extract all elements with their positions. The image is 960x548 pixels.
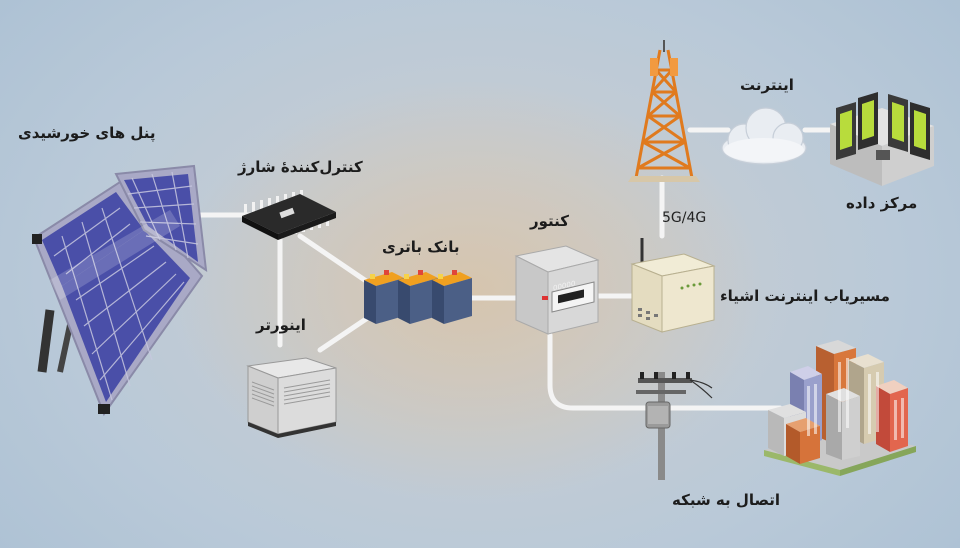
battery-bank-icon [362,262,472,332]
electric-meter-icon [512,242,602,338]
solar-panel-icon [20,150,220,420]
charge-controller-label: کنترل‌کنندهٔ شارژ [238,158,363,176]
battery-bank-label: بانک باتری [382,238,460,256]
link-meter-grid [547,332,783,411]
iot-router-label: مسیریاب اینترنت اشیاء [720,287,890,305]
internet-label: اینترنت [740,76,794,94]
link-controller-battery [297,233,375,288]
cell-tower-icon [628,40,700,186]
link-inverter-battery [317,312,375,353]
grid-connection-label: اتصال به شبکه [672,491,781,509]
charge-controller-chip-icon [238,186,338,244]
city-buildings-icon [760,338,920,484]
utility-pole-icon [632,368,713,482]
inverter-icon [246,338,340,438]
cell-link-label: 5G/4G [662,210,707,226]
solar-panels-label: پنل های خورشیدی [18,124,156,142]
data-center-icon [826,84,938,190]
inverter-label: اینورتر [256,316,306,334]
meter-label: کنتور [530,212,570,230]
iot-router-icon [630,234,716,334]
cloud-icon [716,100,812,170]
data-center-label: مرکز داده [846,194,918,212]
